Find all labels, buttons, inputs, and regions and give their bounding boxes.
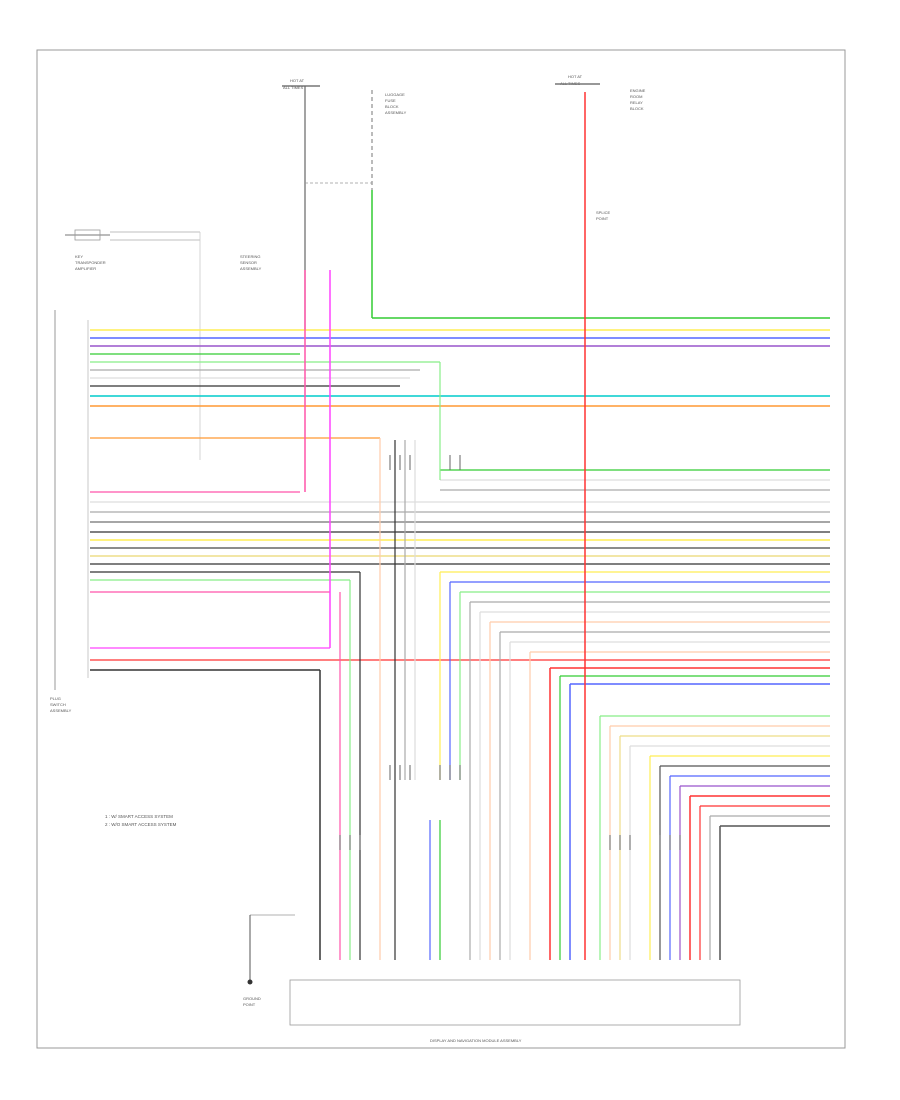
svg-text:ASSEMBLY: ASSEMBLY bbox=[385, 110, 407, 115]
svg-text:BLOCK: BLOCK bbox=[385, 104, 399, 109]
svg-text:ENGINE: ENGINE bbox=[630, 88, 646, 93]
fuse-block-left: HOT AT ALL TIMES LUGGAGE FUSE BLOCK ASSE… bbox=[282, 78, 407, 330]
svg-text:TRANSPONDER: TRANSPONDER bbox=[75, 260, 106, 265]
connector-marks bbox=[339, 455, 681, 850]
svg-text:FUSE: FUSE bbox=[385, 98, 396, 103]
fuse-block-right: HOT AT ALL TIMES ENGINE ROOM RELAY BLOCK… bbox=[555, 74, 646, 221]
diagram-frame bbox=[36, 49, 846, 1049]
left-connector-block: PLUG SWITCH ASSEMBLY bbox=[50, 310, 89, 713]
svg-text:SENSOR: SENSOR bbox=[240, 260, 257, 265]
bottom-module: DISPLAY AND NAVIGATION MODULE ASSEMBLY bbox=[289, 979, 741, 1043]
ground-symbol: GROUND POINT bbox=[243, 914, 295, 1007]
svg-text:POINT: POINT bbox=[596, 216, 609, 221]
svg-text:SPLICE: SPLICE bbox=[596, 210, 611, 215]
transponder-key: KEY TRANSPONDER AMPLIFIER bbox=[65, 229, 201, 460]
svg-text:ROOM: ROOM bbox=[630, 94, 642, 99]
svg-text:LUGGAGE: LUGGAGE bbox=[385, 92, 405, 97]
svg-text:GROUND: GROUND bbox=[243, 996, 261, 1001]
svg-text:KEY: KEY bbox=[75, 254, 83, 259]
svg-text:STEERING: STEERING bbox=[240, 254, 260, 259]
svg-text:POINT: POINT bbox=[243, 1002, 256, 1007]
svg-text:RELAY: RELAY bbox=[630, 100, 643, 105]
svg-text:DISPLAY AND NAVIGATION MODULE: DISPLAY AND NAVIGATION MODULE ASSEMBLY bbox=[430, 1038, 522, 1043]
svg-text:HOT AT: HOT AT bbox=[290, 78, 305, 83]
note-1: 1 : W/ SMART ACCESS SYSTEM bbox=[105, 814, 173, 819]
svg-text:ASSEMBLY: ASSEMBLY bbox=[50, 708, 72, 713]
notes-block: 1 : W/ SMART ACCESS SYSTEM 2 : W/O SMART… bbox=[105, 814, 177, 827]
svg-text:ASSEMBLY: ASSEMBLY bbox=[240, 266, 262, 271]
svg-text:PLUG: PLUG bbox=[50, 696, 61, 701]
vertical-wires bbox=[304, 92, 721, 960]
svg-text:SWITCH: SWITCH bbox=[50, 702, 66, 707]
svg-text:ALL TIMES: ALL TIMES bbox=[283, 85, 304, 90]
horizontal-wires bbox=[90, 317, 830, 827]
svg-text:BLOCK: BLOCK bbox=[630, 106, 644, 111]
svg-text:HOT AT: HOT AT bbox=[568, 74, 583, 79]
mid-connector-label: STEERING SENSOR ASSEMBLY bbox=[240, 254, 262, 271]
svg-text:AMPLIFIER: AMPLIFIER bbox=[75, 266, 96, 271]
note-2: 2 : W/O SMART ACCESS SYSTEM bbox=[105, 822, 177, 827]
